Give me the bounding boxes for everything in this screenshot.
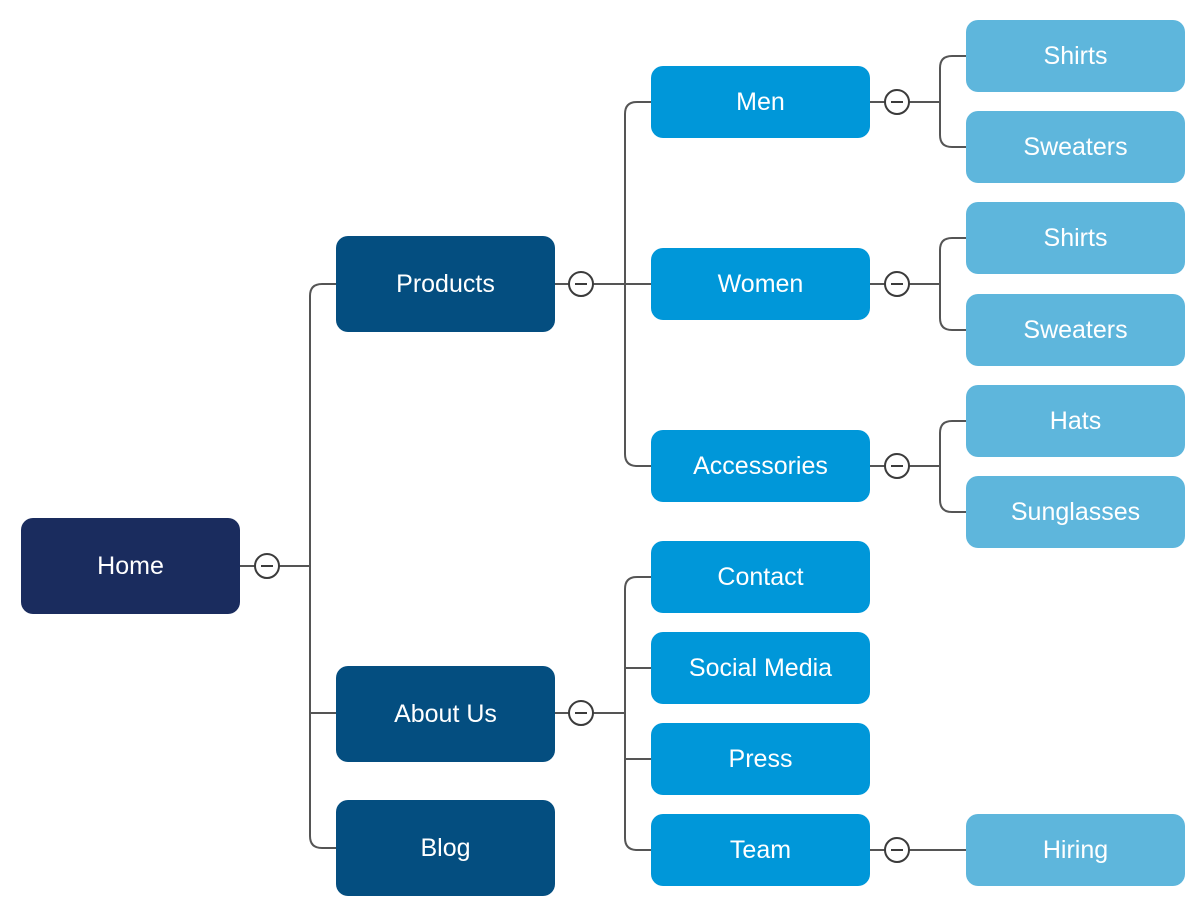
node-blog-label: Blog bbox=[420, 833, 471, 862]
node-contact[interactable]: Contact bbox=[651, 541, 870, 613]
node-men-shirts-label: Shirts bbox=[1043, 41, 1108, 70]
node-hiring-label: Hiring bbox=[1042, 835, 1109, 864]
node-press[interactable]: Press bbox=[651, 723, 870, 795]
connector-women-branch bbox=[939, 237, 966, 331]
node-home[interactable]: Home bbox=[21, 518, 240, 614]
collapse-products-icon[interactable] bbox=[568, 271, 594, 297]
node-hiring[interactable]: Hiring bbox=[966, 814, 1185, 886]
node-social-media-label: Social Media bbox=[688, 653, 833, 682]
connector-products-trunk bbox=[624, 101, 651, 467]
node-men-shirts[interactable]: Shirts bbox=[966, 20, 1185, 92]
collapse-women-icon[interactable] bbox=[884, 271, 910, 297]
node-accessories-label: Accessories bbox=[693, 451, 828, 480]
node-products[interactable]: Products bbox=[336, 236, 555, 332]
node-women-shirts[interactable]: Shirts bbox=[966, 202, 1185, 274]
node-contact-label: Contact bbox=[717, 562, 804, 591]
node-hats[interactable]: Hats bbox=[966, 385, 1185, 457]
connector-home-trunk bbox=[309, 283, 336, 849]
connector-accessories-branch bbox=[939, 420, 966, 513]
node-women[interactable]: Women bbox=[651, 248, 870, 320]
node-sunglasses-label: Sunglasses bbox=[1010, 497, 1141, 526]
node-blog[interactable]: Blog bbox=[336, 800, 555, 896]
collapse-team-icon[interactable] bbox=[884, 837, 910, 863]
node-women-sweaters[interactable]: Sweaters bbox=[966, 294, 1185, 366]
node-men[interactable]: Men bbox=[651, 66, 870, 138]
connector-men-branch bbox=[939, 55, 966, 148]
connector-about-trunk bbox=[624, 576, 651, 851]
node-products-label: Products bbox=[396, 269, 495, 298]
node-men-sweaters[interactable]: Sweaters bbox=[966, 111, 1185, 183]
node-about-us[interactable]: About Us bbox=[336, 666, 555, 762]
node-home-label: Home bbox=[97, 551, 164, 580]
collapse-home-icon[interactable] bbox=[254, 553, 280, 579]
collapse-about-us-icon[interactable] bbox=[568, 700, 594, 726]
collapse-accessories-icon[interactable] bbox=[884, 453, 910, 479]
node-hats-label: Hats bbox=[1049, 406, 1102, 435]
node-sunglasses[interactable]: Sunglasses bbox=[966, 476, 1185, 548]
collapse-men-icon[interactable] bbox=[884, 89, 910, 115]
node-women-shirts-label: Shirts bbox=[1043, 223, 1108, 252]
node-women-sweaters-label: Sweaters bbox=[1023, 315, 1128, 344]
node-about-us-label: About Us bbox=[394, 699, 497, 728]
node-team-label: Team bbox=[729, 835, 792, 864]
node-men-sweaters-label: Sweaters bbox=[1023, 132, 1128, 161]
node-press-label: Press bbox=[728, 744, 793, 773]
node-social-media[interactable]: Social Media bbox=[651, 632, 870, 704]
node-women-label: Women bbox=[717, 269, 804, 298]
node-men-label: Men bbox=[736, 87, 785, 116]
node-team[interactable]: Team bbox=[651, 814, 870, 886]
node-accessories[interactable]: Accessories bbox=[651, 430, 870, 502]
